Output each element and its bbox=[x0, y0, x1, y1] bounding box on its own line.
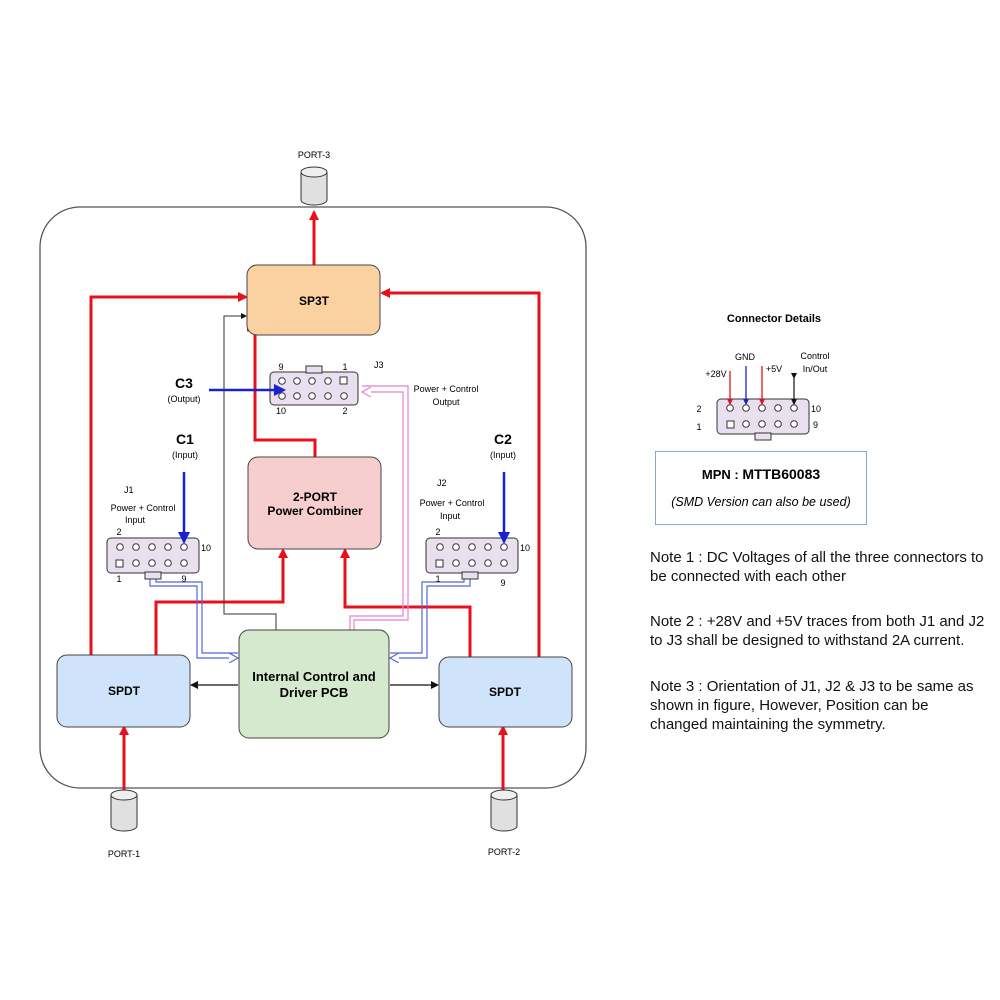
smd-note: (SMD Version can also be used) bbox=[671, 495, 851, 509]
spdt-left-label: SPDT bbox=[108, 684, 141, 698]
port2-label: PORT-2 bbox=[488, 847, 520, 857]
c2-sub: (Input) bbox=[490, 450, 516, 460]
c2-label: C2 bbox=[494, 431, 512, 447]
j2-name: J2 bbox=[437, 478, 447, 488]
port3-connector bbox=[300, 166, 328, 206]
j3-desc-1: Power + Control bbox=[414, 384, 479, 394]
j1-desc-1: Power + Control bbox=[111, 503, 176, 513]
cd-pin-br: 9 bbox=[813, 420, 818, 430]
combiner-label-2: Power Combiner bbox=[267, 504, 363, 518]
note-2: Note 2 : +28V and +5V traces from both J… bbox=[650, 613, 985, 649]
mpn-value: MTTB60083 bbox=[742, 466, 821, 482]
j3-pin-br: 2 bbox=[342, 406, 347, 416]
cd-ctrl-label-2: In/Out bbox=[803, 364, 828, 374]
combiner-label-1: 2-PORT bbox=[293, 490, 338, 504]
port2-connector bbox=[490, 789, 518, 832]
cd-pin-tl: 2 bbox=[696, 404, 701, 414]
j3-name: J3 bbox=[374, 360, 384, 370]
cd-gnd-label: GND bbox=[735, 352, 756, 362]
j1-pin-br: 9 bbox=[181, 574, 186, 584]
j1-connector bbox=[106, 537, 200, 580]
j3-pin-tr: 1 bbox=[342, 362, 347, 372]
connector-details-title: Connector Details bbox=[727, 313, 821, 325]
driver-pcb-block bbox=[238, 629, 390, 739]
port1-connector bbox=[110, 789, 138, 832]
j1-pin-tl: 2 bbox=[116, 527, 121, 537]
cd-ctrl-label-1: Control bbox=[800, 351, 829, 361]
j3-pin-bl: 10 bbox=[276, 406, 286, 416]
mpn-line: MPN : MTTB60083 bbox=[656, 466, 866, 482]
j1-pin-tr: 10 bbox=[201, 543, 211, 553]
c1-sub: (Input) bbox=[172, 450, 198, 460]
j2-pin-br: 9 bbox=[500, 578, 505, 588]
note-3: Note 3 : Orientation of J1, J2 & J3 to b… bbox=[650, 678, 974, 733]
note-1: Note 1 : DC Voltages of all the three co… bbox=[650, 549, 984, 585]
cd-28v-label: +28V bbox=[705, 369, 726, 379]
combiner-block bbox=[247, 456, 382, 550]
mpn-label: MPN : bbox=[701, 467, 739, 482]
j1-pin-bl: 1 bbox=[116, 574, 121, 584]
spdt-left-block bbox=[56, 654, 191, 728]
j2-pin-bl: 1 bbox=[435, 574, 440, 584]
j2-pin-tr: 10 bbox=[520, 543, 530, 553]
j3-pin-tl: 9 bbox=[278, 362, 283, 372]
ctrl-driver-to-sp3t bbox=[223, 313, 277, 630]
cd-connector bbox=[716, 398, 810, 441]
sp3t-block bbox=[246, 264, 381, 336]
c1-label: C1 bbox=[176, 431, 194, 447]
sp3t-label: SP3T bbox=[299, 294, 330, 308]
cd-5v-label: +5V bbox=[766, 364, 782, 374]
pink-bus bbox=[349, 385, 409, 630]
j1-desc-2: Input bbox=[125, 515, 146, 525]
port3-label: PORT-3 bbox=[298, 150, 330, 160]
j1-name: J1 bbox=[124, 485, 134, 495]
rf-spdt-left-to-combiner bbox=[154, 548, 288, 655]
rf-spdt-right-to-sp3t bbox=[380, 288, 541, 657]
spdt-right-label: SPDT bbox=[489, 685, 522, 699]
c3-sub: (Output) bbox=[167, 394, 200, 404]
cd-pin-tr: 10 bbox=[811, 404, 821, 414]
port1-label: PORT-1 bbox=[108, 849, 140, 859]
driver-label-1: Internal Control and bbox=[252, 669, 376, 684]
c3-label: C3 bbox=[175, 375, 193, 391]
j3-desc-2: Output bbox=[432, 397, 460, 407]
j2-connector bbox=[425, 537, 519, 580]
blue-bus-j1 bbox=[149, 578, 238, 658]
j2-pin-tl: 2 bbox=[435, 527, 440, 537]
j2-desc-1: Power + Control bbox=[420, 498, 485, 508]
driver-label-2: Driver PCB bbox=[280, 685, 349, 700]
rf-spdt-left-to-sp3t bbox=[89, 292, 248, 655]
j2-desc-2: Input bbox=[440, 511, 461, 521]
mpn-box: MPN : MTTB60083 (SMD Version can also be… bbox=[655, 451, 867, 525]
blue-bus-j2 bbox=[390, 578, 471, 658]
spdt-right-block bbox=[438, 656, 573, 728]
cd-pin-bl: 1 bbox=[696, 422, 701, 432]
